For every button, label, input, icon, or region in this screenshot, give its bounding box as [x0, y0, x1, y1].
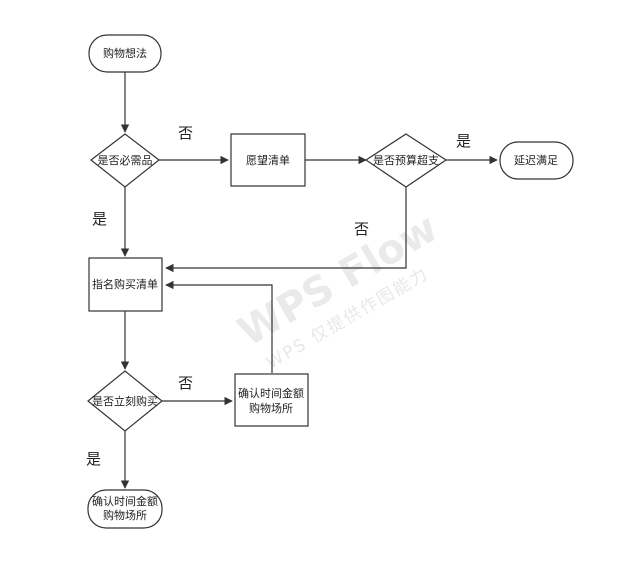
node-named-list: 指名购买清单	[88, 257, 163, 312]
node-named-list-label: 指名购买清单	[92, 277, 158, 291]
node-delay-label: 延迟满足	[514, 154, 558, 167]
edge-budget-to-named-list	[165, 187, 407, 273]
node-wishlist-label: 愿望清单	[246, 154, 290, 167]
label-budget-no: 否	[354, 220, 369, 238]
node-confirm-mid-line1: 确认时间金额	[238, 386, 304, 400]
node-confirm-mid-line2: 购物场所	[249, 401, 293, 415]
edge-confirm-mid-to-named-list	[165, 280, 273, 373]
node-delay: 延迟满足	[499, 141, 574, 180]
label-buy-no: 否	[178, 374, 193, 392]
watermark: WPS Flow WPS 仅提供作图能力	[231, 205, 446, 373]
node-need-decision: 是否必需品	[90, 133, 160, 188]
node-wishlist: 愿望清单	[230, 133, 306, 187]
node-buy-now-decision: 是否立刻购买	[87, 370, 163, 432]
node-start: 购物想法	[88, 34, 162, 73]
node-budget-decision: 是否预算超支	[364, 133, 448, 188]
node-need-label: 是否必需品	[98, 154, 153, 167]
connectors	[120, 72, 498, 489]
label-need-yes: 是	[92, 210, 107, 228]
edge-labels: 否 是 是 否 否 是	[86, 124, 471, 468]
node-confirm-end-line1: 确认时间金额	[92, 494, 158, 508]
node-confirm-end: 确认时间金额 购物场所	[87, 489, 163, 529]
node-confirm-end-line2: 购物场所	[103, 508, 147, 522]
label-need-no: 否	[178, 124, 193, 142]
label-buy-yes: 是	[86, 450, 101, 468]
node-budget-label: 是否预算超支	[373, 153, 439, 167]
node-start-label: 购物想法	[103, 46, 147, 60]
node-confirm-mid: 确认时间金额 购物场所	[234, 373, 309, 427]
label-budget-yes: 是	[456, 132, 471, 150]
node-buy-now-label: 是否立刻购买	[92, 394, 158, 408]
